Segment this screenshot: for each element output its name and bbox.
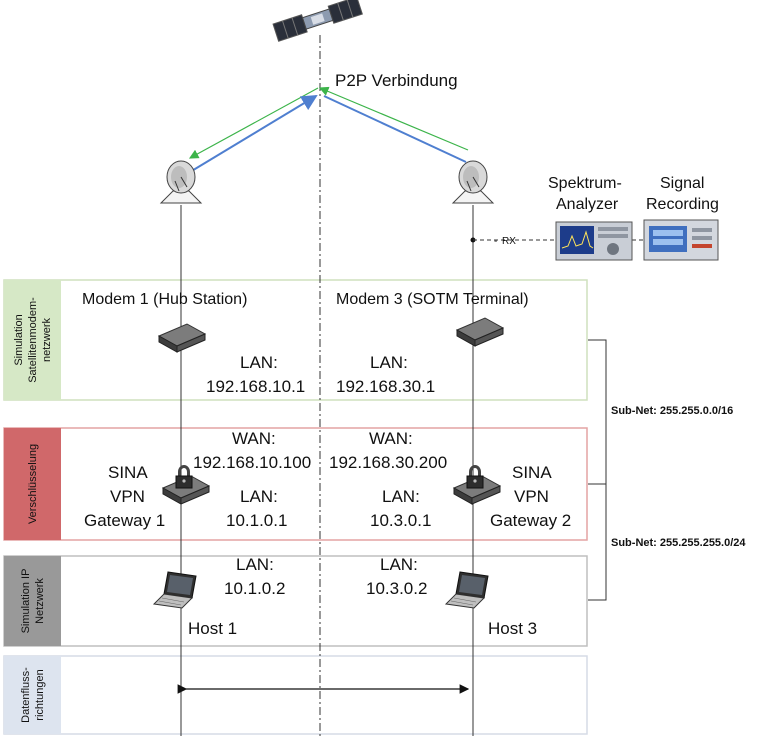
gateway1-label-2: VPN bbox=[110, 487, 145, 506]
modem1-lan-label: LAN: bbox=[240, 353, 278, 372]
lane-simulation-ip: Simulation IP Netzwerk bbox=[3, 555, 588, 647]
lane-label-encryption: Verschlüsselung bbox=[27, 444, 39, 524]
laptop-icon bbox=[444, 571, 489, 609]
host1-lan-label: LAN: bbox=[236, 555, 274, 574]
host1-lan-ip: 10.1.0.2 bbox=[224, 579, 285, 598]
rx-label-prefix: - bbox=[494, 236, 497, 247]
rx-label: RX bbox=[502, 236, 516, 247]
gateway1-lan-label: LAN: bbox=[240, 487, 278, 506]
spektrum-label-1: Spektrum- bbox=[548, 175, 622, 192]
gateway2-lan-label: LAN: bbox=[382, 487, 420, 506]
signal-label-1: Signal bbox=[660, 175, 704, 192]
host3-lan-label: LAN: bbox=[380, 555, 418, 574]
uplink-blue-arrow bbox=[189, 94, 318, 173]
downlink-green-arrow-left bbox=[188, 87, 319, 159]
lane-label-ip-2: Netzwerk bbox=[34, 578, 46, 624]
modem3-lan-ip: 192.168.30.1 bbox=[336, 377, 435, 396]
signal-label-2: Recording bbox=[646, 196, 719, 213]
modem1-label: Modem 1 (Hub Station) bbox=[82, 291, 247, 308]
diagram-title: P2P Verbindung bbox=[335, 71, 458, 90]
laptop-icon bbox=[152, 571, 197, 609]
lane-label-sat-1: Simulation bbox=[13, 314, 25, 365]
uplink-blue-arrow-right bbox=[323, 95, 467, 163]
vpn-gateway-icon bbox=[452, 465, 502, 505]
dish-antenna-icon bbox=[451, 160, 495, 204]
lane-label-sat-2: Satellitenmodem- bbox=[27, 297, 39, 383]
host3-lan-ip: 10.3.0.2 bbox=[366, 579, 427, 598]
gateway2-label-3: Gateway 2 bbox=[490, 511, 571, 530]
subnet-bracket-big bbox=[588, 339, 607, 485]
gateway1-wan-ip: 192.168.10.100 bbox=[193, 453, 311, 472]
host1-label: Host 1 bbox=[188, 619, 237, 638]
signal-recorder-icon bbox=[643, 219, 719, 261]
spektrum-label-2: Analyzer bbox=[556, 196, 619, 213]
lane-dataflow: Datenfluss- richtungen bbox=[3, 655, 588, 735]
gateway1-lan-ip: 10.1.0.1 bbox=[226, 511, 287, 530]
modem-icon bbox=[157, 323, 207, 353]
dish-antenna-icon bbox=[159, 160, 203, 204]
downlink-green-arrow bbox=[318, 86, 469, 151]
gateway1-label-1: SINA bbox=[108, 463, 148, 482]
lane-label-flow-1: Datenfluss- bbox=[20, 667, 32, 723]
lane-label-sat-3: netzwerk bbox=[41, 317, 53, 362]
gateway1-wan-label: WAN: bbox=[232, 429, 276, 448]
modem3-label: Modem 3 (SOTM Terminal) bbox=[336, 291, 529, 308]
lane-label-ip-1: Simulation IP bbox=[20, 569, 32, 634]
gateway2-lan-ip: 10.3.0.1 bbox=[370, 511, 431, 530]
gateway2-label-2: VPN bbox=[514, 487, 549, 506]
subnet-bracket-small bbox=[588, 483, 607, 601]
gateway2-wan-label: WAN: bbox=[369, 429, 413, 448]
vpn-gateway-icon bbox=[161, 465, 211, 505]
modem3-lan-label: LAN: bbox=[370, 353, 408, 372]
subnet-big-label: Sub-Net: 255.255.0.0/16 bbox=[611, 405, 733, 417]
subnet-small-label: Sub-Net: 255.255.255.0/24 bbox=[611, 537, 746, 549]
satellite-icon bbox=[272, 0, 363, 42]
modem-icon bbox=[455, 317, 505, 347]
gateway2-label-1: SINA bbox=[512, 463, 552, 482]
host3-label: Host 3 bbox=[488, 619, 537, 638]
lane-label-flow-2: richtungen bbox=[34, 669, 46, 720]
spectrum-analyzer-icon bbox=[555, 221, 633, 261]
gateway1-label-3: Gateway 1 bbox=[84, 511, 165, 530]
gateway2-wan-ip: 192.168.30.200 bbox=[329, 453, 447, 472]
modem1-lan-ip: 192.168.10.1 bbox=[206, 377, 305, 396]
